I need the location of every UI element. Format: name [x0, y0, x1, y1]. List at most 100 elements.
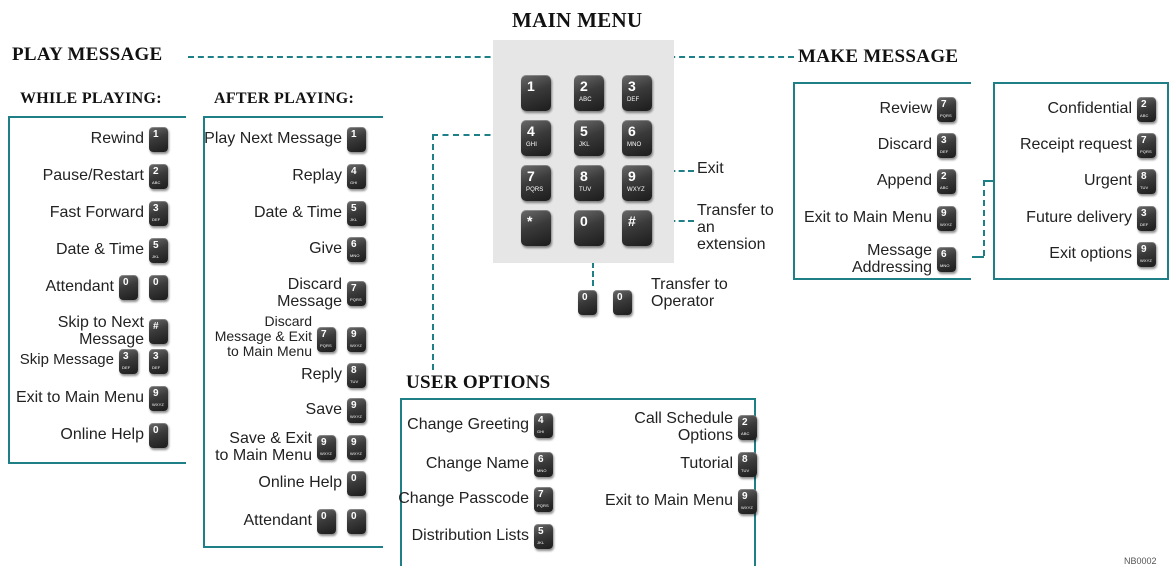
key-digit: #: [153, 321, 159, 332]
after-playing-save-exit-to-main-menu-label: Save & Exit to Main Menu: [215, 430, 312, 464]
key-digit: 7: [321, 329, 327, 340]
while-playing-skip-to-next-message-label: Skip to Next Message: [57, 314, 144, 348]
key-1-icon: 1: [149, 127, 168, 152]
while-playing-fast-forward-label: Fast Forward: [49, 204, 144, 221]
key-letters: WXYZ: [350, 451, 362, 456]
key-digit: 1: [351, 129, 357, 140]
key-digit: 0: [580, 213, 588, 229]
key-letters: WXYZ: [1140, 258, 1152, 263]
key-letters: JKL: [579, 142, 590, 148]
key-letters: WXYZ: [152, 402, 164, 407]
while-playing-exit-to-main-menu-label: Exit to Main Menu: [15, 389, 144, 406]
key-letters: ABC: [1140, 113, 1149, 118]
key-digit: 9: [742, 491, 748, 502]
key-letters: MNO: [627, 142, 642, 148]
key-digit: 0: [351, 511, 357, 522]
main-menu-title: MAIN MENU: [512, 8, 643, 32]
key-digit: 5: [538, 526, 544, 537]
while-playing-pause-restart-label: Pause/Restart: [42, 167, 144, 184]
after-playing-discard-message-exit-to-main-menu-label: Discard Message & Exit to Main Menu: [214, 313, 312, 359]
key-digit: 9: [351, 400, 357, 411]
exit-connector: [660, 170, 694, 172]
user-options-title: USER OPTIONS: [406, 372, 551, 393]
after-playing-reply-label: Reply: [301, 366, 342, 383]
key-digit: 0: [153, 425, 159, 436]
key-digit: 9: [628, 168, 636, 184]
key-letters: WXYZ: [741, 505, 753, 510]
key-letters: DEF: [1140, 222, 1149, 227]
exit-label: Exit: [697, 160, 724, 177]
while-playing-rewind-label: Rewind: [90, 130, 144, 147]
transfer-operator-label: Transfer to Operator: [651, 276, 728, 310]
key-letters: DEF: [152, 217, 161, 222]
after-playing-heading: AFTER PLAYING:: [214, 90, 355, 107]
key-pound-icon[interactable]: #: [622, 210, 652, 246]
play-message-connector: [188, 56, 540, 58]
key-1-icon[interactable]: 1: [521, 75, 551, 111]
make-message-title: MAKE MESSAGE: [798, 46, 959, 67]
figure-code: NB0002: [1124, 556, 1157, 566]
key-digit: #: [628, 213, 636, 229]
key-digit: 0: [617, 292, 623, 303]
key-digit: 6: [538, 454, 544, 465]
make-message-discard-label: Discard: [877, 136, 932, 153]
message-options-exit-options-label: Exit options: [1049, 245, 1132, 262]
key-letters: GHI: [350, 180, 358, 185]
key-digit: 3: [628, 78, 636, 94]
key-letters: TUV: [1140, 185, 1149, 190]
key-letters: DEF: [940, 149, 949, 154]
key-digit: 5: [153, 240, 159, 251]
key-0-icon: 0: [613, 290, 632, 315]
key-letters: TUV: [741, 468, 750, 473]
message-options-urgent-label: Urgent: [1083, 172, 1132, 189]
key-digit: 8: [351, 365, 357, 376]
while-playing-attendant-label: Attendant: [45, 278, 115, 295]
key-0-icon: 0: [578, 290, 597, 315]
key-pound-icon: #: [149, 319, 168, 344]
key-digit: 8: [1141, 171, 1147, 182]
after-playing-online-help-label: Online Help: [258, 474, 342, 491]
key-digit: 6: [941, 249, 947, 260]
transfer-extension-connector: [660, 220, 694, 222]
key-digit: 6: [628, 123, 636, 139]
user-options-exit-to-main-menu-label: Exit to Main Menu: [604, 492, 733, 509]
make-message-append-label: Append: [876, 172, 932, 189]
key-digit: 2: [580, 78, 588, 94]
user-options-connector: [432, 134, 522, 136]
key-digit: 7: [941, 99, 947, 110]
key-digit: 3: [1141, 208, 1147, 219]
key-star-icon[interactable]: *: [521, 210, 551, 246]
key-0-icon: 0: [347, 471, 366, 496]
key-digit: 8: [580, 168, 588, 184]
after-playing-discard-message-label: Discard Message: [277, 276, 342, 310]
key-0-icon[interactable]: 0: [574, 210, 604, 246]
while-playing-online-help-label: Online Help: [60, 426, 144, 443]
user-options-change-passcode-label: Change Passcode: [398, 490, 529, 507]
key-digit: 3: [153, 351, 159, 362]
key-0-icon: 0: [149, 275, 168, 300]
key-letters: ABC: [579, 97, 592, 103]
while-playing-date-time-label: Date & Time: [55, 241, 144, 258]
key-letters: GHI: [537, 429, 545, 434]
key-0-icon: 0: [149, 423, 168, 448]
